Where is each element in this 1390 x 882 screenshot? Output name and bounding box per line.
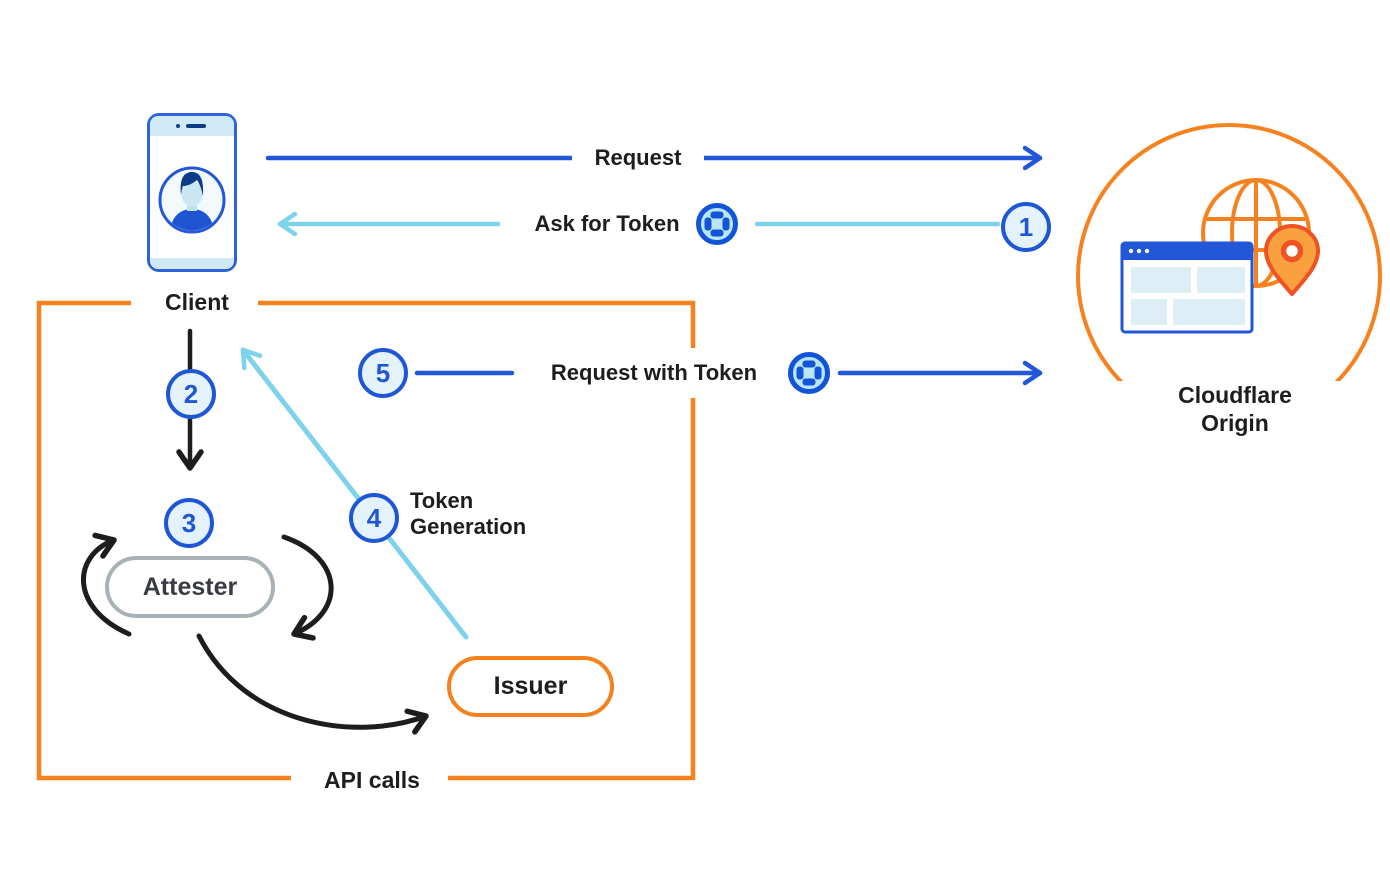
step-badge-3: 3 — [164, 498, 214, 548]
step-badge-2: 2 — [166, 369, 216, 419]
api-calls-label: API calls — [296, 766, 448, 794]
api-calls-box — [36, 300, 696, 781]
phone-bottom-bezel — [150, 258, 234, 269]
token-generation-line1: Token — [410, 488, 474, 513]
token-icon — [788, 352, 830, 394]
location-pin-icon — [1264, 224, 1320, 296]
step-badge-1: 1 — [1001, 202, 1051, 252]
token-generation-label: Token Generation — [406, 488, 530, 540]
issuer-label: Issuer — [493, 672, 568, 700]
request-with-token-label: Request with Token — [519, 360, 789, 386]
origin-label-line2: Origin — [1201, 410, 1269, 436]
origin-label: Cloudflare Origin — [1110, 381, 1360, 437]
client-label: Client — [136, 288, 258, 316]
step-badge-4: 4 — [349, 493, 399, 543]
phone-camera-dot — [176, 124, 180, 128]
phone-speaker-bar — [186, 124, 206, 128]
phone-top-bezel — [150, 116, 234, 136]
ask-for-token-label: Ask for Token — [508, 211, 706, 237]
attester-node: Attester — [105, 556, 275, 618]
request-label: Request — [572, 145, 704, 171]
attester-cycle-left-arrow — [80, 532, 132, 637]
user-avatar-icon — [158, 166, 226, 234]
token-generation-arrow — [240, 347, 469, 640]
attester-label: Attester — [142, 572, 238, 601]
attester-cycle-right-arrow — [281, 534, 334, 641]
client-phone-icon — [147, 113, 237, 272]
token-generation-line2: Generation — [410, 514, 527, 539]
attester-to-issuer-arrow — [196, 633, 429, 735]
step-badge-5: 5 — [358, 348, 408, 398]
token-icon — [696, 203, 738, 245]
issuer-node: Issuer — [447, 656, 614, 717]
browser-window-icon — [1120, 241, 1254, 334]
origin-label-line1: Cloudflare — [1178, 382, 1292, 408]
